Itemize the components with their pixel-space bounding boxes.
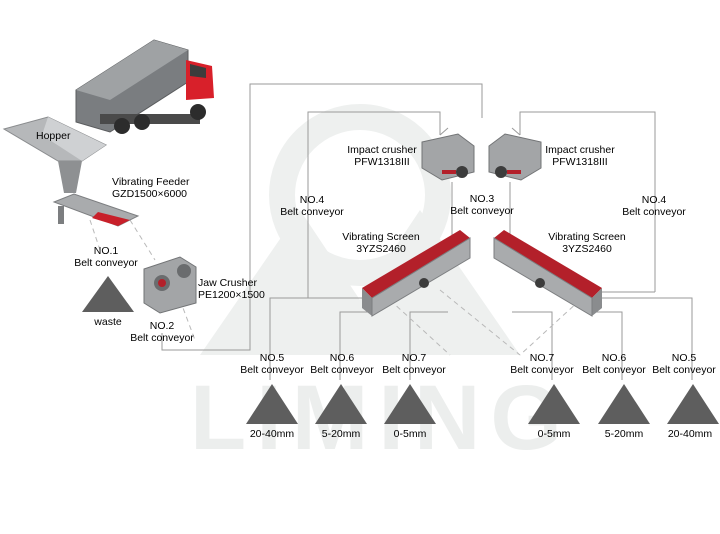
pile-20-40-left-icon [246, 384, 298, 424]
pile-20-40-right-icon [667, 384, 719, 424]
conv4-left-name: Belt conveyor [280, 206, 344, 218]
output-conveyor-label: NO.7 Belt conveyor [378, 352, 450, 376]
conv2-label: NO.2 Belt conveyor [126, 320, 198, 344]
vibrating-screen-right-icon [493, 230, 602, 317]
conv2-name: Belt conveyor [130, 332, 194, 344]
feeder-name: Vibrating Feeder [112, 176, 190, 188]
output-conveyor-label: NO.5 Belt conveyor [648, 352, 720, 376]
conv2-no: NO.2 [149, 320, 175, 332]
dump-truck-icon [75, 39, 214, 134]
output-name: Belt conveyor [652, 364, 716, 376]
output-name: Belt conveyor [310, 364, 374, 376]
conv4-left-label: NO.4 Belt conveyor [276, 194, 348, 218]
output-no: NO.7 [529, 352, 555, 364]
output-size-label: 20-40mm [249, 428, 295, 440]
impact-crusher-left-label: Impact crusher PFW1318III [344, 144, 420, 168]
jaw-crusher-icon [143, 256, 197, 314]
output-conveyor-label: NO.6 Belt conveyor [578, 352, 650, 376]
feeder-label: Vibrating Feeder GZD1500×6000 [112, 176, 189, 200]
hopper-label: Hopper [36, 130, 71, 142]
output-name: Belt conveyor [382, 364, 446, 376]
hopper-icon [2, 116, 108, 193]
output-no: NO.5 [671, 352, 697, 364]
pile-0-5-right-icon [528, 384, 580, 424]
conv1-no: NO.1 [93, 245, 119, 257]
output-size-label: 5-20mm [604, 428, 644, 440]
impact-crusher-right-icon [488, 133, 542, 181]
waste-label: waste [94, 316, 122, 328]
pile-0-5-left-icon [384, 384, 436, 424]
output-conveyor-label: NO.6 Belt conveyor [306, 352, 378, 376]
output-size-label: 20-40mm [667, 428, 713, 440]
output-name: Belt conveyor [582, 364, 646, 376]
vibrating-feeder-icon [52, 193, 140, 227]
output-conveyor-label: NO.5 Belt conveyor [236, 352, 308, 376]
output-name: Belt conveyor [240, 364, 304, 376]
waste-pile-icon [82, 276, 134, 312]
impact-crusher-right-name: Impact crusher [545, 144, 615, 156]
jaw-crusher-name: Jaw Crusher [198, 277, 257, 289]
output-no: NO.6 [601, 352, 627, 364]
screen-right-label: Vibrating Screen 3YZS2460 [544, 231, 630, 255]
pile-5-20-right-icon [598, 384, 650, 424]
screen-right-model: 3YZS2460 [562, 243, 612, 255]
conv3-name: Belt conveyor [450, 205, 514, 217]
output-size-label: 0-5mm [537, 428, 571, 440]
output-name: Belt conveyor [510, 364, 574, 376]
screen-left-label: Vibrating Screen 3YZS2460 [338, 231, 424, 255]
conv1-name: Belt conveyor [74, 257, 138, 269]
line-conv2 [161, 83, 483, 351]
impact-crusher-left-name: Impact crusher [347, 144, 417, 156]
impact-crusher-left-model: PFW1318III [354, 156, 410, 168]
vibrating-screen-left-icon [362, 230, 471, 317]
output-size-label: 0-5mm [393, 428, 427, 440]
feeder-model: GZD1500×6000 [112, 188, 188, 200]
impact-crusher-left-icon [421, 133, 475, 181]
output-size-label: 5-20mm [321, 428, 361, 440]
output-no: NO.7 [401, 352, 427, 364]
conv3-label: NO.3 Belt conveyor [446, 193, 518, 217]
output-no: NO.5 [259, 352, 285, 364]
impact-crusher-right-model: PFW1318III [552, 156, 608, 168]
pile-5-20-left-icon [315, 384, 367, 424]
screen-left-model: 3YZS2460 [356, 243, 406, 255]
conv4-right-label: NO.4 Belt conveyor [618, 194, 690, 218]
conv4-left-no: NO.4 [299, 194, 325, 206]
impact-crusher-right-label: Impact crusher PFW1318III [542, 144, 618, 168]
jaw-crusher-model: PE1200×1500 [198, 289, 265, 301]
conv4-right-name: Belt conveyor [622, 206, 686, 218]
screen-left-name: Vibrating Screen [342, 231, 420, 243]
conv1-label: NO.1 Belt conveyor [70, 245, 142, 269]
jaw-crusher-label: Jaw Crusher PE1200×1500 [198, 277, 265, 301]
output-conveyor-label: NO.7 Belt conveyor [506, 352, 578, 376]
screen-right-name: Vibrating Screen [548, 231, 626, 243]
output-no: NO.6 [329, 352, 355, 364]
conv4-right-no: NO.4 [641, 194, 667, 206]
conv3-no: NO.3 [469, 193, 495, 205]
